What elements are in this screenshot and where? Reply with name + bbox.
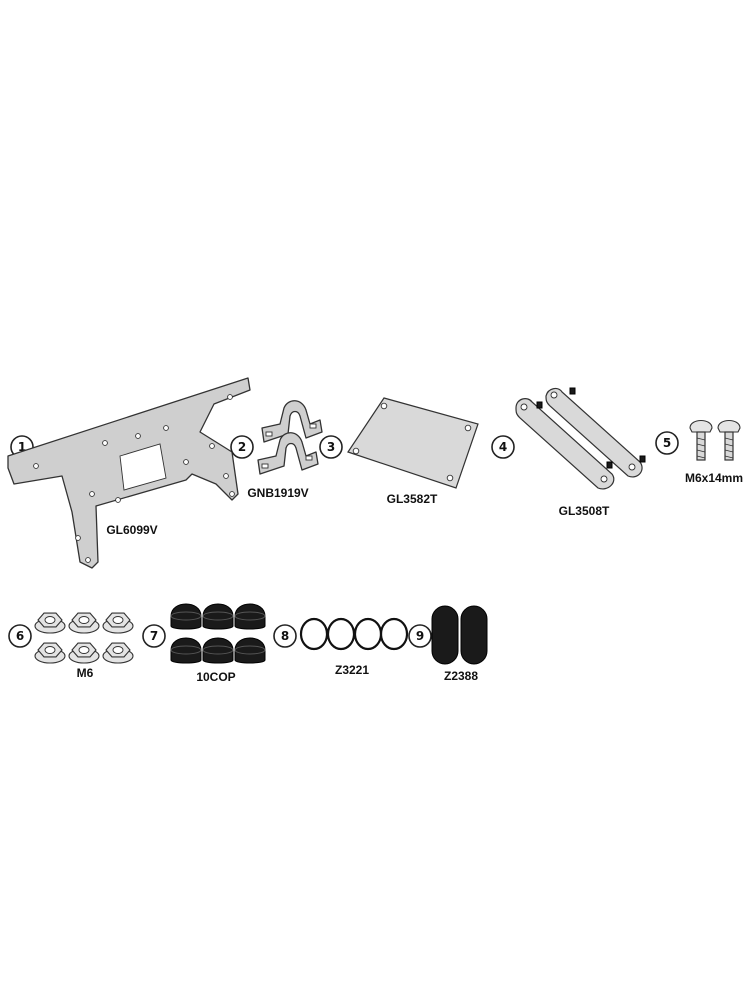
part-5: 5 M6x14mm [655,419,743,485]
part-9-number: 9 [416,629,424,643]
part-9-pads-drawing [431,605,488,665]
part-6-number-badge: 6 [8,624,32,648]
part-4-number: 4 [499,440,507,454]
flange-nut [68,612,100,634]
part-5-screw-drawing [689,419,741,461]
cap [170,603,202,630]
cap [234,637,266,664]
part-1-number: 1 [18,440,26,454]
part-2-code: GNB1919V [247,486,308,500]
part-6-code: M6 [77,666,94,680]
part-4-number-badge: 4 [491,435,515,459]
part-3: 3 GL3582T [319,397,479,506]
cap [170,637,202,664]
part-9-code: Z2388 [444,669,478,683]
part-9-number-badge: 9 [408,624,432,648]
part-3-plate-drawing [347,397,479,489]
part-8-number: 8 [281,629,289,643]
part-2-number: 2 [238,440,246,454]
part-9: 9 Z2388 [408,605,488,683]
part-4-code: GL3508T [559,504,610,518]
part-1-code: GL6099V [106,523,157,537]
part-5-code: M6x14mm [685,471,743,485]
part-4: 4 GL3508T [491,387,646,518]
part-3-number-badge: 3 [319,435,343,459]
flange-nut [102,612,134,634]
part-6-number: 6 [16,629,24,643]
part-8: 8 Z3221 [273,617,409,677]
cap [202,637,234,664]
part-7-number: 7 [150,629,158,643]
flange-nut [34,612,66,634]
part-1: 1 GL6099V [7,377,251,569]
part-5-number: 5 [663,436,671,450]
part-2: 2 GNB1919V [230,400,323,500]
part-8-rings-drawing [299,617,409,651]
part-8-number-badge: 8 [273,624,297,648]
part-2-number-badge: 2 [230,435,254,459]
part-8-code: Z3221 [335,663,369,677]
part-6: 6 M6 [8,612,134,680]
cap [234,603,266,630]
part-5-number-badge: 5 [655,431,679,455]
part-7-number-badge: 7 [142,624,166,648]
part-4-bar-drawing [515,387,646,490]
cap [202,603,234,630]
part-3-number: 3 [327,440,335,454]
flange-nut [34,642,66,664]
part-3-code: GL3582T [387,492,438,506]
part-7-code: 10COP [196,670,235,684]
part-2-clamp-drawing [257,400,323,475]
flange-nut [102,642,134,664]
part-1-bracket-drawing [7,377,251,569]
flange-nut [68,642,100,664]
part-7: 7 10COP [142,603,266,684]
part-7-caps-drawing [170,603,266,664]
part-6-nuts-drawing [34,612,134,664]
